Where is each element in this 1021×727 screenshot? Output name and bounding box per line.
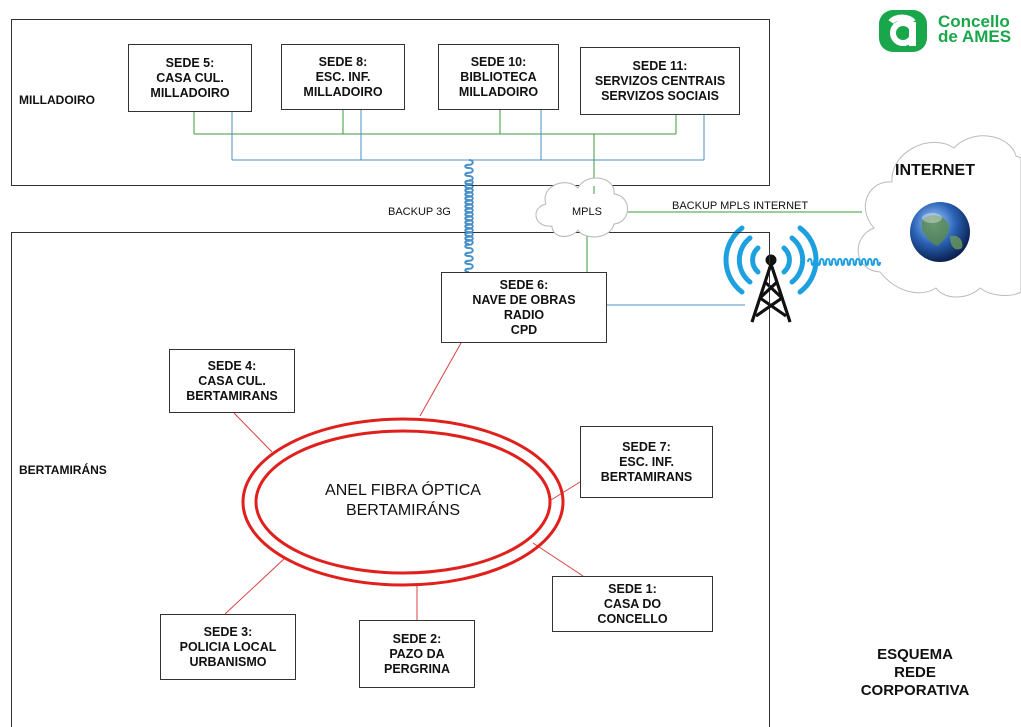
milladoiro-label: MILLADOIRO bbox=[19, 93, 95, 107]
wireless-link-coil bbox=[807, 258, 881, 266]
milladoiro-blue-links bbox=[231, 110, 745, 306]
bertamirans-label: BERTAMIRÁNS bbox=[19, 463, 107, 477]
fibre-optic-ring bbox=[241, 417, 565, 587]
ring-red-links bbox=[224, 342, 584, 620]
mpls-label: MPLS bbox=[572, 206, 602, 218]
sede-7-box: SEDE 7:ESC. INF.BERTAMIRANS bbox=[580, 426, 713, 498]
internet-label: INTERNET bbox=[895, 162, 975, 179]
bertamirans-region bbox=[11, 232, 770, 727]
sede-4-box: SEDE 4:CASA CUL.BERTAMIRANS bbox=[169, 349, 295, 413]
sede-8-box: SEDE 8:ESC. INF.MILLADOIRO bbox=[281, 44, 405, 110]
backup-mpls-internet-label: BACKUP MPLS INTERNET bbox=[672, 200, 809, 212]
concello-logo-icon bbox=[877, 8, 933, 59]
milladoiro-region bbox=[11, 19, 770, 186]
diagram-title: ESQUEMA REDE CORPORATIVA bbox=[860, 646, 970, 699]
backup-3g-label: BACKUP 3G bbox=[388, 206, 451, 218]
logo-text: Concello de AMES bbox=[938, 12, 1012, 46]
globe-icon bbox=[910, 202, 970, 262]
ring-label: ANEL FIBRA ÓPTICA BERTAMIRÁNS bbox=[325, 482, 481, 519]
milladoiro-green-links bbox=[193, 110, 677, 272]
sede-5-box: SEDE 5:CASA CUL.MILLADOIRO bbox=[128, 44, 252, 112]
